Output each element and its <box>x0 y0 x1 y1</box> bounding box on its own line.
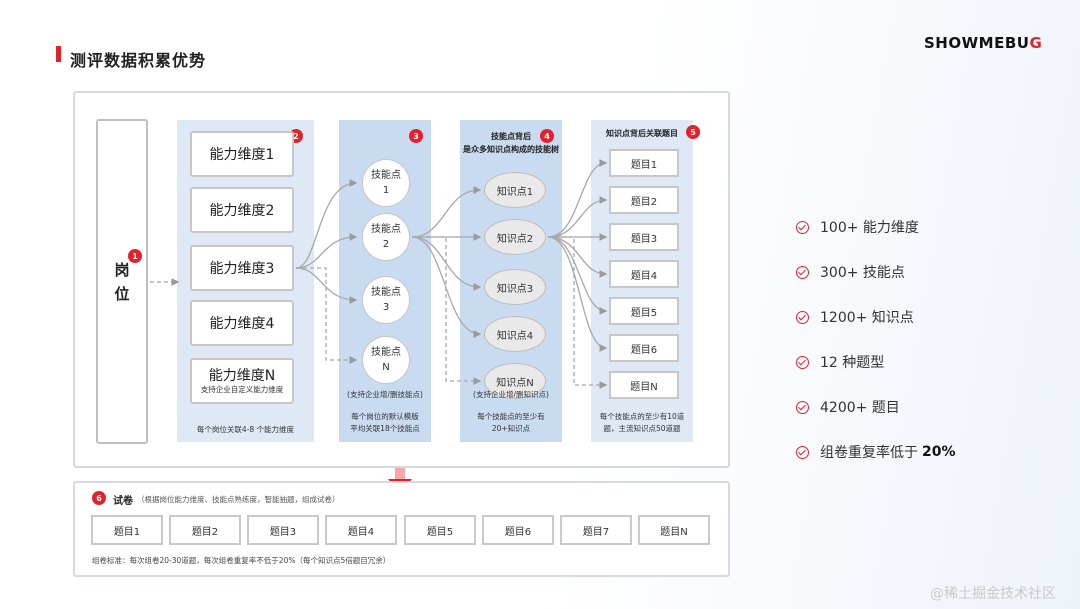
step-badge-1: 1 <box>128 249 142 263</box>
ability-item-label: 能力维度N <box>208 368 276 385</box>
question-item: 题目N <box>609 371 679 399</box>
paper-question: 题目3 <box>247 515 319 545</box>
stat-text: 100+ 能力维度 <box>820 220 919 236</box>
question-heading: 知识点背后关联题目 <box>606 129 678 138</box>
skill-footer-line: 平均关联18个技能点 <box>350 424 420 433</box>
knowledge-support-note: (支持企业增/删知识点) <box>473 390 549 399</box>
paper-question: 题目4 <box>325 515 397 545</box>
paper-footer: 组卷标准：每次组卷20-30道题，每次组卷重复率不低于20%（每个知识点5倍题目… <box>92 556 391 565</box>
stat-item: 1200+ 知识点 <box>796 307 914 327</box>
stat-item: 组卷重复率低于 20% <box>796 442 956 462</box>
question-item: 题目1 <box>609 149 679 177</box>
stat-text: 300+ 技能点 <box>820 265 905 281</box>
skill-label: 技能点 <box>371 287 401 298</box>
page-title: 测评数据积累优势 <box>70 51 207 70</box>
skill-label: 技能点 <box>371 224 401 235</box>
question-footer-line: 每个技能点的至少有10道 <box>599 412 685 421</box>
ability-custom-note: 支持企业自定义能力维度 <box>200 385 284 395</box>
knowledge-footer: 每个技能点的至少有 20+知识点 <box>460 411 562 435</box>
question-item: 题目6 <box>609 334 679 362</box>
position-char-1: 岗 <box>114 260 130 279</box>
paper-description: （根据岗位能力维度、技能点熟练度，智能抽题，组成试卷） <box>137 495 340 504</box>
skill-node: 技能点 1 <box>362 159 410 207</box>
position-char-2: 位 <box>114 284 130 303</box>
stat-item: 100+ 能力维度 <box>796 217 919 237</box>
paper-label: 试卷 <box>113 496 133 507</box>
skill-node: 技能点 N <box>362 336 410 384</box>
skill-index: 1 <box>382 185 390 196</box>
skill-label: 技能点 <box>371 347 401 358</box>
ability-item: 能力维度2 <box>190 187 294 233</box>
stat-item: 4200+ 题目 <box>796 397 900 417</box>
check-circle-icon <box>796 400 809 414</box>
step-badge-5: 5 <box>686 125 700 139</box>
skill-footer-line: 每个岗位的默认模版 <box>351 412 419 421</box>
skill-node: 技能点 3 <box>362 276 410 324</box>
question-item: 题目5 <box>609 297 679 325</box>
stat-text: 4200+ 题目 <box>820 400 900 416</box>
paper-question: 题目2 <box>169 515 241 545</box>
step-badge-6: 6 <box>92 491 106 505</box>
stat-text: 1200+ 知识点 <box>820 310 914 326</box>
brand-logo: SHOWMEBUG <box>924 34 1042 52</box>
stat-text: 12 种题型 <box>820 355 885 371</box>
title-accent-bar <box>56 46 61 62</box>
skill-footer: 每个岗位的默认模版 平均关联18个技能点 <box>339 411 431 435</box>
logo-text: SHOWMEBU <box>924 34 1030 52</box>
paper-question: 题目6 <box>482 515 554 545</box>
ability-item: 能力维度4 <box>190 300 294 346</box>
knowledge-node: 知识点4 <box>484 316 546 352</box>
paper-question: 题目7 <box>560 515 632 545</box>
knowledge-footer-line: 20+知识点 <box>491 424 531 433</box>
stat-item: 12 种题型 <box>796 352 884 372</box>
skill-index: N <box>382 362 390 373</box>
check-circle-icon <box>796 445 809 459</box>
check-circle-icon <box>796 220 809 234</box>
stat-bold-value: 20% <box>922 444 956 460</box>
step-badge-3: 3 <box>409 129 423 143</box>
skill-index: 2 <box>382 239 390 250</box>
skill-index: 3 <box>382 302 390 313</box>
paper-question: 题目5 <box>404 515 476 545</box>
position-box: 岗 位 <box>96 119 148 444</box>
knowledge-node: 知识点2 <box>484 219 546 255</box>
stat-text: 组卷重复率低于 <box>820 445 918 461</box>
paper-question: 题目1 <box>91 515 163 545</box>
paper-question: 题目N <box>638 515 710 545</box>
question-footer: 每个技能点的至少有10道 题，主流知识点50道题 <box>591 411 693 435</box>
check-circle-icon <box>796 265 809 279</box>
question-footer-line: 题，主流知识点50道题 <box>603 424 681 433</box>
skill-support-note: (支持企业增/删技能点) <box>347 390 423 399</box>
question-item: 题目2 <box>609 186 679 214</box>
knowledge-node: 知识点1 <box>484 172 546 208</box>
knowledge-heading: 技能点背后 是众多知识点构成的技能树 <box>460 131 562 157</box>
ability-item-custom: 能力维度N 支持企业自定义能力维度 <box>190 358 294 404</box>
question-item: 题目3 <box>609 223 679 251</box>
ability-footer: 每个岗位关联4-8 个能力维度 <box>196 425 295 434</box>
ability-item: 能力维度3 <box>190 245 294 291</box>
watermark: @稀土掘金技术社区 <box>930 586 1056 602</box>
skill-node: 技能点 2 <box>362 213 410 261</box>
knowledge-node: 知识点N <box>484 363 546 399</box>
check-circle-icon <box>796 355 809 369</box>
step-badge-4: 4 <box>540 129 554 143</box>
knowledge-footer-line: 每个技能点的至少有 <box>477 412 545 421</box>
check-circle-icon <box>796 310 809 324</box>
knowledge-heading-line: 技能点背后 <box>491 132 531 141</box>
knowledge-heading-line: 是众多知识点构成的技能树 <box>463 144 559 154</box>
stat-item: 300+ 技能点 <box>796 262 905 282</box>
ability-item: 能力维度1 <box>190 131 294 177</box>
knowledge-node: 知识点3 <box>484 269 546 305</box>
skill-label: 技能点 <box>371 170 401 181</box>
question-item: 题目4 <box>609 260 679 288</box>
logo-accent: G <box>1029 34 1043 52</box>
